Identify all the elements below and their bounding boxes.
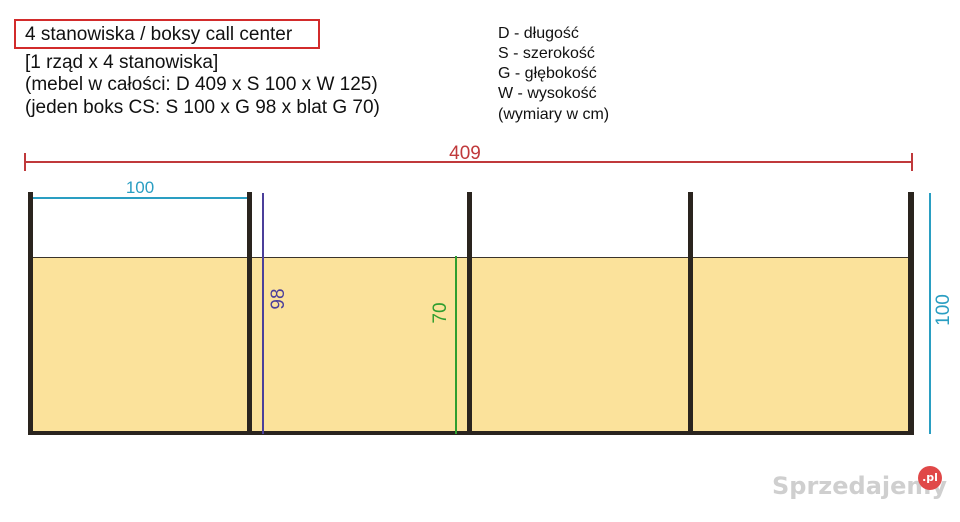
page-title: 4 stanowiska / boksy call center [25, 24, 293, 45]
desk-surface-1 [31, 258, 249, 432]
depth-label: 98 [268, 288, 289, 309]
legend-depth: G - głębokość [498, 65, 597, 82]
partition-panel-1 [28, 192, 33, 435]
desc-line-1: [1 rząd x 4 stanowiska] [25, 52, 219, 73]
partition-panel-5 [908, 192, 914, 435]
legend-length: D - długość [498, 25, 579, 42]
desk-depth-label: 70 [430, 302, 451, 323]
box-width-label: 100 [126, 178, 154, 197]
partition-panel-4 [688, 192, 693, 435]
desk-surface-2 [251, 258, 469, 432]
desk-surface-4 [692, 258, 909, 432]
title-frame [14, 19, 320, 49]
desk-surface-3 [471, 258, 690, 432]
total-length-label: 409 [449, 143, 481, 164]
partition-panel-3 [467, 192, 472, 435]
height-label: 100 [933, 294, 954, 326]
partition-panel-2 [247, 192, 252, 435]
desc-line-2: (mebel w całości: D 409 x S 100 x W 125) [25, 74, 378, 95]
legend-units: (wymiary w cm) [498, 106, 610, 123]
watermark-logo: Sprzedajemy [772, 472, 948, 500]
legend-width: S - szerokość [498, 45, 595, 62]
legend-height: W - wysokość [498, 85, 597, 102]
desc-line-3: (jeden boks CS: S 100 x G 98 x blat G 70… [25, 97, 380, 118]
watermark-badge: .pl [918, 466, 942, 490]
